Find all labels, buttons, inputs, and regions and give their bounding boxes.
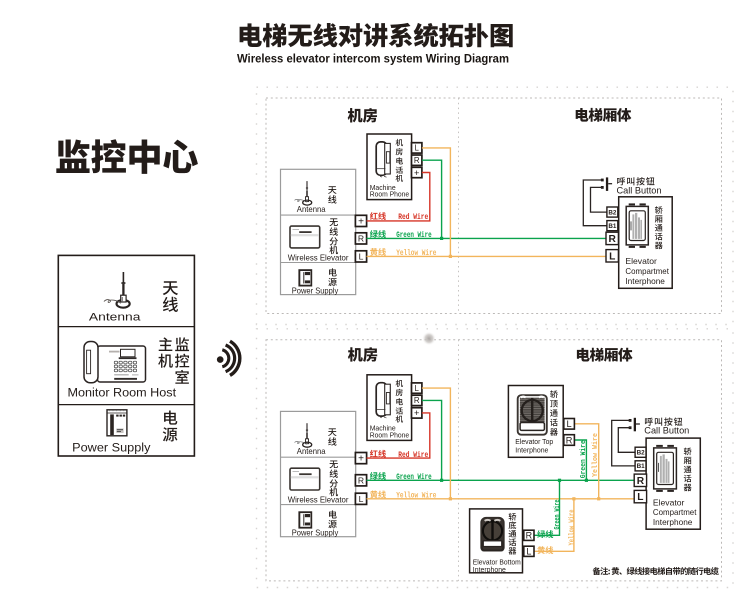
svg-text:R: R: [566, 435, 573, 445]
svg-text:Yellow Wire: Yellow Wire: [568, 509, 576, 545]
svg-text:B1: B1: [637, 463, 646, 470]
svg-text:Wireless elevator intercom sys: Wireless elevator intercom system Wiring…: [237, 53, 509, 66]
svg-text:Room Phone: Room Phone: [370, 430, 410, 439]
svg-text:Antenna: Antenna: [297, 205, 326, 214]
svg-text:Machine: Machine: [370, 183, 396, 192]
svg-text:R: R: [526, 530, 533, 540]
svg-text:Interphone: Interphone: [515, 445, 548, 454]
svg-text:Compartmet: Compartmet: [653, 508, 697, 517]
svg-text:B2: B2: [608, 209, 617, 216]
svg-text:L: L: [415, 144, 420, 153]
svg-text:L: L: [526, 546, 531, 556]
svg-text:Interphone: Interphone: [653, 518, 693, 527]
svg-text:R: R: [637, 476, 645, 487]
svg-text:R: R: [358, 233, 364, 243]
svg-text:L: L: [359, 494, 364, 504]
svg-text:Red Wire: Red Wire: [398, 451, 428, 460]
svg-text:Wireless Elevator: Wireless Elevator: [288, 254, 349, 263]
svg-text:Machine: Machine: [370, 424, 396, 433]
svg-text:R: R: [358, 475, 364, 485]
svg-text:L: L: [415, 384, 420, 393]
svg-text:Interphone: Interphone: [625, 277, 665, 286]
svg-text:R: R: [609, 234, 617, 245]
svg-text:+: +: [414, 408, 419, 418]
svg-text:Elevator: Elevator: [653, 498, 685, 507]
svg-text:Red Wire: Red Wire: [398, 213, 428, 222]
svg-text:B2: B2: [637, 450, 646, 457]
svg-text:Call Button: Call Button: [644, 425, 689, 436]
svg-text:Elevator Bottom: Elevator Bottom: [473, 558, 521, 567]
svg-text:+: +: [358, 454, 364, 465]
svg-text:Antenna: Antenna: [89, 312, 141, 324]
svg-text:Yellow Wire: Yellow Wire: [396, 492, 436, 501]
svg-text:L: L: [609, 251, 615, 262]
svg-text:Green Wire: Green Wire: [580, 440, 588, 478]
svg-text:Green Wire: Green Wire: [396, 231, 432, 240]
svg-text:Yellow Wire: Yellow Wire: [592, 433, 600, 477]
svg-text:Room Phone: Room Phone: [370, 190, 410, 199]
svg-text:Compartmet: Compartmet: [625, 267, 669, 276]
svg-text:Interphone: Interphone: [473, 565, 506, 574]
svg-text:Antenna: Antenna: [297, 447, 326, 456]
svg-text:Green Wire: Green Wire: [396, 473, 432, 482]
svg-text:Power Supply: Power Supply: [72, 441, 151, 455]
svg-text:Monitor Room Host: Monitor Room Host: [68, 386, 177, 400]
svg-text:B1: B1: [608, 223, 617, 230]
svg-text:+: +: [358, 216, 364, 227]
svg-text:Elevator Top: Elevator Top: [515, 437, 553, 446]
svg-text:Power Supply: Power Supply: [292, 286, 339, 295]
svg-text:R: R: [414, 156, 420, 165]
svg-text:Call Button: Call Button: [617, 184, 662, 195]
svg-text:Yellow Wire: Yellow Wire: [396, 249, 436, 258]
svg-text:L: L: [637, 492, 643, 503]
svg-text:R: R: [414, 396, 420, 405]
svg-text:Elevator: Elevator: [625, 257, 657, 266]
svg-text:L: L: [359, 251, 364, 261]
svg-text:L: L: [567, 419, 572, 429]
svg-text:Green Wire: Green Wire: [554, 499, 562, 529]
svg-text:+: +: [414, 168, 419, 178]
svg-text:Power Supply: Power Supply: [292, 528, 339, 537]
svg-text:Wireless Elevator: Wireless Elevator: [288, 496, 349, 505]
